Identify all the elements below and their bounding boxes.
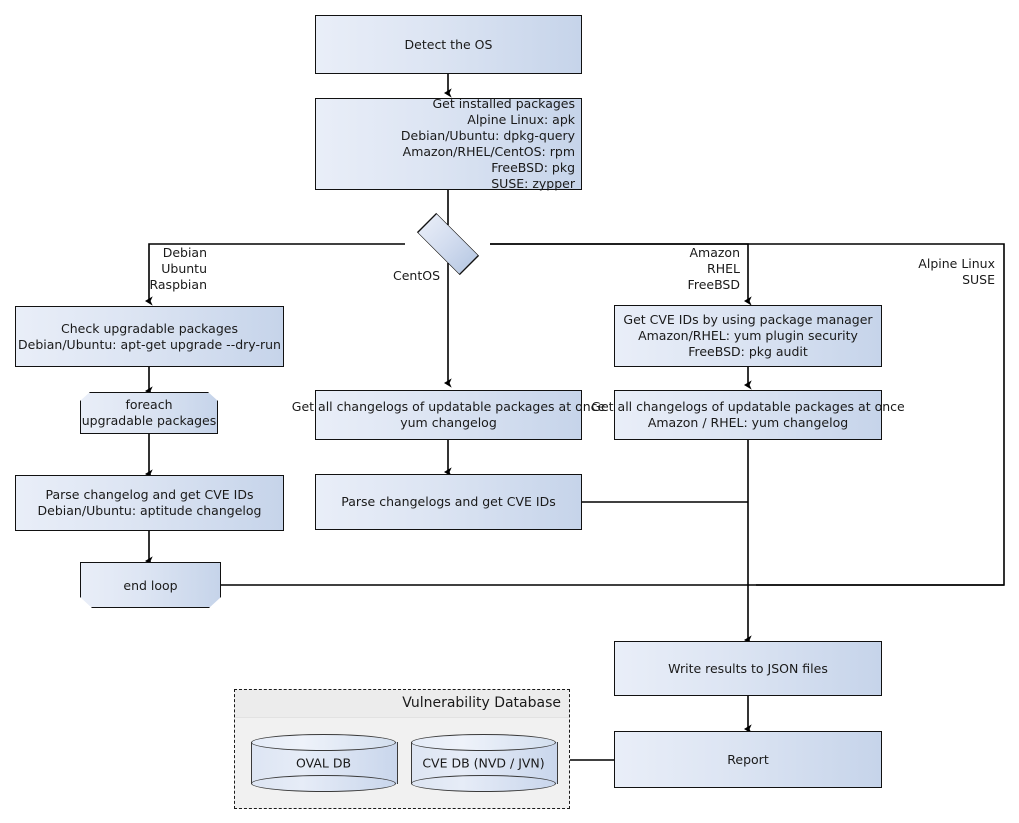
node-parse-changelog-debian[interactable]: Parse changelog and get CVE IDs Debian/U…	[15, 475, 284, 531]
node-get-installed-packages[interactable]: Get installed packages Alpine Linux: apk…	[315, 96, 582, 191]
node-foreach-loop-start[interactable]: foreach upgradable packages	[80, 392, 218, 434]
database-cylinder-cve[interactable]: CVE DB (NVD / JVN)	[411, 734, 558, 792]
node-get-cve-package-manager[interactable]: Get CVE IDs by using package manager Ama…	[614, 305, 882, 367]
node-parse-changelogs-centos[interactable]: Parse changelogs and get CVE IDs	[315, 474, 582, 530]
branch-label-debian: Debian Ubuntu Raspbian	[149, 245, 207, 292]
node-parse-changelog-debian-label: Parse changelog and get CVE IDs Debian/U…	[37, 487, 262, 518]
node-get-installed-packages-label: Get installed packages Alpine Linux: apk…	[400, 96, 575, 191]
node-report[interactable]: Report	[614, 731, 882, 788]
node-report-label: Report	[727, 751, 769, 767]
vulnerability-database-title-band	[235, 690, 569, 718]
node-changelogs-centos[interactable]: Get all changelogs of updatable packages…	[292, 390, 605, 440]
node-changelogs-rhel-label: Get all changelogs of updatable packages…	[591, 399, 905, 430]
node-write-results-label: Write results to JSON files	[668, 660, 828, 676]
vulnerability-database-group: Vulnerability Database OVAL DB CVE DB (N…	[234, 689, 570, 809]
database-cylinder-cve-label: CVE DB (NVD / JVN)	[422, 755, 545, 771]
node-changelogs-centos-label: Get all changelogs of updatable packages…	[291, 399, 606, 430]
node-check-upgradable-label: Check upgradable packages Debian/Ubuntu:…	[18, 320, 281, 352]
branch-label-amazon: Amazon RHEL FreeBSD	[687, 245, 740, 292]
edge-decision-to-debian	[145, 243, 405, 306]
node-end-loop-label: end loop	[123, 577, 178, 593]
node-detect-os[interactable]: Detect the OS	[315, 15, 582, 74]
node-detect-os-label: Detect the OS	[404, 36, 493, 52]
cylinder-top-ellipse	[411, 734, 556, 751]
cylinder-bottom-ellipse	[251, 775, 396, 792]
node-check-upgradable[interactable]: Check upgradable packages Debian/Ubuntu:…	[15, 306, 284, 367]
branch-label-centos: CentOS	[392, 268, 440, 283]
node-foreach-loop-start-label: foreach upgradable packages	[81, 397, 217, 428]
node-parse-changelogs-centos-label: Parse changelogs and get CVE IDs	[341, 494, 556, 509]
database-cylinder-oval-label: OVAL DB	[295, 755, 352, 771]
node-end-loop[interactable]: end loop	[80, 562, 221, 608]
branch-label-alpine: Alpine Linux SUSE	[918, 256, 995, 287]
vulnerability-database-title: Vulnerability Database	[402, 695, 561, 711]
cylinder-top-ellipse	[251, 734, 396, 751]
cylinder-bottom-ellipse	[411, 775, 556, 792]
database-cylinder-oval[interactable]: OVAL DB	[251, 734, 398, 792]
node-write-results[interactable]: Write results to JSON files	[614, 641, 882, 696]
node-changelogs-rhel[interactable]: Get all changelogs of updatable packages…	[591, 390, 905, 440]
node-get-cve-package-manager-label: Get CVE IDs by using package manager Ama…	[623, 312, 873, 359]
